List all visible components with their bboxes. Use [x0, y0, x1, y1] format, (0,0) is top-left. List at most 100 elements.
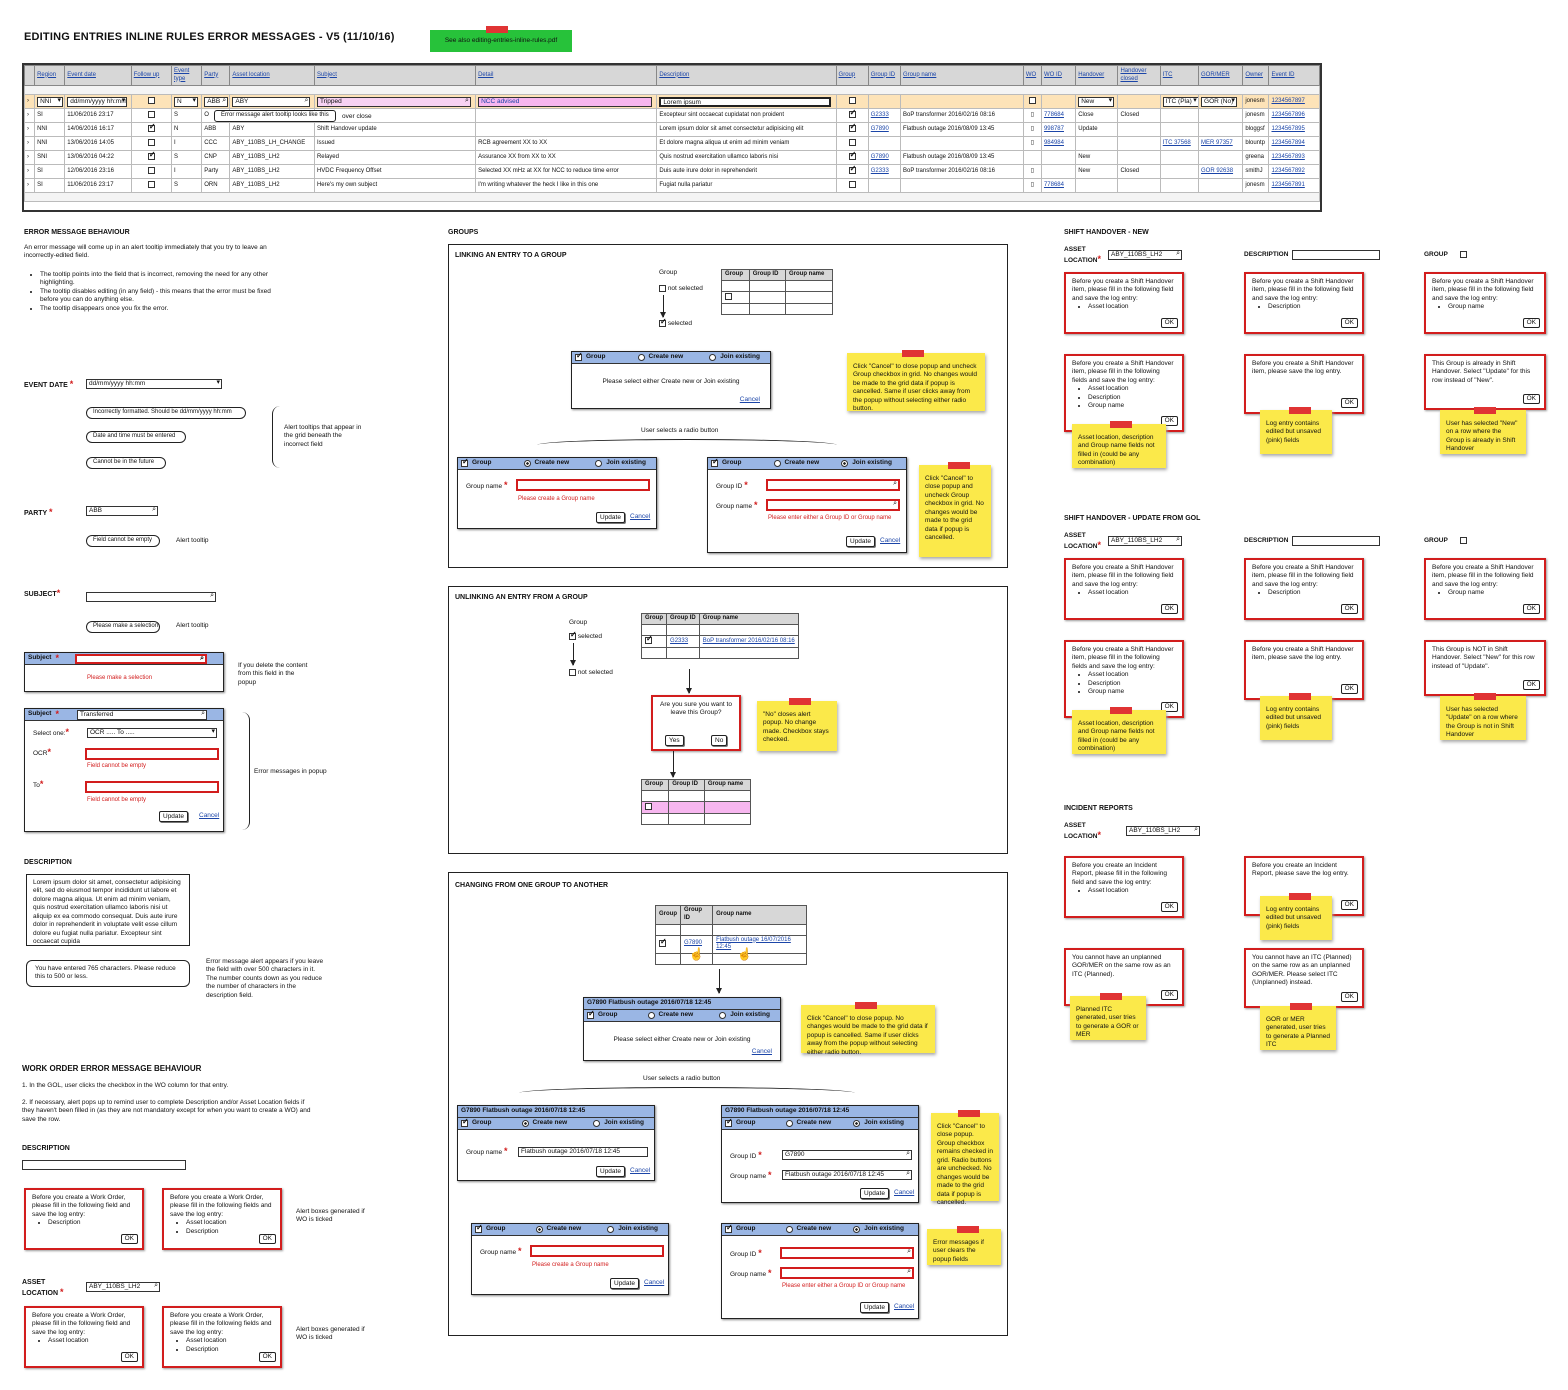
- cancel-link[interactable]: Cancel: [739, 396, 760, 403]
- gor-cell[interactable]: [1198, 178, 1244, 193]
- to-input[interactable]: [85, 781, 219, 793]
- update-button[interactable]: Update: [596, 1166, 625, 1177]
- column-header[interactable]: Handover closed: [1117, 65, 1161, 86]
- eid-cell[interactable]: 1234567895: [1268, 122, 1320, 137]
- ocr-input[interactable]: [85, 748, 219, 760]
- ok-button[interactable]: OK: [1522, 679, 1540, 690]
- column-header[interactable]: Party: [201, 65, 231, 86]
- column-header[interactable]: Group name: [899, 65, 1024, 86]
- ok-button[interactable]: OK: [1340, 991, 1358, 1002]
- document-icon[interactable]: ▯: [1030, 125, 1035, 132]
- ok-button[interactable]: OK: [120, 1351, 138, 1362]
- woid-cell[interactable]: [1040, 164, 1077, 179]
- column-header[interactable]: Group: [835, 65, 869, 86]
- gor-cell[interactable]: [1198, 108, 1244, 123]
- document-icon[interactable]: ▯: [1030, 181, 1035, 188]
- ok-button[interactable]: OK: [1340, 899, 1358, 910]
- update-button[interactable]: Update: [610, 1278, 639, 1289]
- wo-asset-field[interactable]: ABY_110BS_LH2: [86, 1282, 160, 1292]
- ok-button[interactable]: OK: [1340, 317, 1358, 328]
- asset-field[interactable]: ABY_110BS_LH2: [1108, 250, 1182, 260]
- follow-checkbox[interactable]: [147, 181, 155, 189]
- itc-cell[interactable]: ITC 37568: [1159, 136, 1200, 151]
- party-field[interactable]: ABB: [86, 506, 158, 516]
- itc-cell[interactable]: [1159, 108, 1200, 123]
- ok-button[interactable]: OK: [1160, 989, 1178, 1000]
- group-checkbox[interactable]: [848, 152, 856, 160]
- column-header[interactable]: Description: [656, 65, 837, 86]
- wo-checkbox[interactable]: [1028, 97, 1036, 105]
- column-header[interactable]: Follow up: [130, 65, 172, 86]
- group-name-link[interactable]: BoP transformer 2016/02/16 08:16: [698, 635, 800, 648]
- group-name-link[interactable]: Flatbush outage 16/07/2016 12:45: [712, 934, 807, 955]
- group-checkbox[interactable]: [848, 97, 856, 105]
- gid-cell[interactable]: G7890: [867, 122, 901, 137]
- gid-cell[interactable]: [867, 136, 901, 151]
- eid-cell[interactable]: 1234567893: [1268, 150, 1320, 165]
- itc-cell[interactable]: [1159, 164, 1200, 179]
- subject-field[interactable]: [86, 592, 216, 602]
- group-name-input[interactable]: [766, 499, 900, 511]
- eid-cell[interactable]: 1234567891: [1268, 178, 1320, 193]
- ok-button[interactable]: OK: [1160, 415, 1178, 426]
- select-one-dropdown[interactable]: OCR ..... To .....: [87, 728, 217, 738]
- edit-row[interactable]: › NNI dd/mm/yyyy hh:mm N ABB ABY Tripped…: [24, 94, 1320, 109]
- gor-cell[interactable]: GOR 92638: [1198, 164, 1244, 179]
- gor-cell[interactable]: MER 97357: [1198, 136, 1244, 151]
- follow-checkbox[interactable]: [147, 152, 156, 160]
- document-icon[interactable]: ▯: [1030, 167, 1035, 174]
- column-header[interactable]: WO ID: [1040, 65, 1077, 86]
- column-header[interactable]: Detail: [475, 65, 658, 86]
- group-checkbox[interactable]: [848, 181, 856, 189]
- group-checkbox[interactable]: [848, 110, 856, 118]
- eid-cell[interactable]: 1234567896: [1268, 108, 1320, 123]
- itc-select[interactable]: ITC (Pla): [1162, 96, 1198, 107]
- group-checkbox[interactable]: [848, 139, 856, 147]
- column-header[interactable]: Group ID: [867, 65, 901, 86]
- eid-cell[interactable]: 1234567892: [1268, 164, 1320, 179]
- follow-checkbox[interactable]: [147, 111, 155, 119]
- column-header[interactable]: Asset location: [229, 65, 315, 86]
- woid-cell[interactable]: 998787: [1040, 122, 1077, 137]
- eid-cell[interactable]: 1234567894: [1268, 136, 1320, 151]
- party-input[interactable]: ABB: [204, 96, 229, 107]
- cancel-link[interactable]: Cancel: [644, 1279, 665, 1286]
- column-header[interactable]: Handover: [1075, 65, 1119, 86]
- event-date-input[interactable]: dd/mm/yyyy hh:mm: [67, 96, 128, 107]
- cancel-link[interactable]: Cancel: [199, 812, 220, 819]
- event-date-field[interactable]: dd/mm/yyyy hh:mm: [86, 379, 222, 389]
- ok-button[interactable]: OK: [1340, 603, 1358, 614]
- description-field[interactable]: [1292, 250, 1380, 260]
- yes-button[interactable]: Yes: [665, 735, 684, 746]
- asset-input[interactable]: ABY: [232, 96, 311, 107]
- column-header[interactable]: Event date: [64, 65, 132, 86]
- cancel-link[interactable]: Cancel: [894, 1303, 915, 1310]
- update-button[interactable]: Update: [860, 1188, 889, 1199]
- cancel-link[interactable]: Cancel: [751, 1048, 772, 1055]
- update-button[interactable]: Update: [860, 1302, 889, 1313]
- ok-button[interactable]: OK: [1340, 397, 1358, 408]
- column-header[interactable]: Region: [34, 65, 66, 86]
- column-header[interactable]: GOR/MER: [1198, 65, 1244, 86]
- follow-checkbox[interactable]: [147, 124, 156, 132]
- ok-button[interactable]: OK: [1522, 603, 1540, 614]
- document-icon[interactable]: ▯: [1030, 111, 1035, 118]
- group-id-input[interactable]: G7890: [782, 1150, 912, 1160]
- gid-cell[interactable]: G7890: [867, 150, 901, 165]
- asset-field[interactable]: ABY_110BS_LH2: [1126, 826, 1200, 836]
- group-name-input[interactable]: [530, 1245, 664, 1257]
- itc-cell[interactable]: [1159, 122, 1200, 137]
- event-type-select[interactable]: N: [173, 96, 198, 107]
- description-field[interactable]: [1292, 536, 1380, 546]
- update-button[interactable]: Update: [596, 512, 625, 523]
- column-header[interactable]: ITC: [1159, 65, 1200, 86]
- ok-button[interactable]: OK: [1160, 701, 1178, 712]
- gid-cell[interactable]: G2333: [867, 164, 901, 179]
- cancel-link[interactable]: Cancel: [880, 537, 901, 544]
- woid-cell[interactable]: 984984: [1040, 136, 1077, 151]
- ok-button[interactable]: OK: [1522, 317, 1540, 328]
- column-header[interactable]: Event ID: [1268, 65, 1320, 86]
